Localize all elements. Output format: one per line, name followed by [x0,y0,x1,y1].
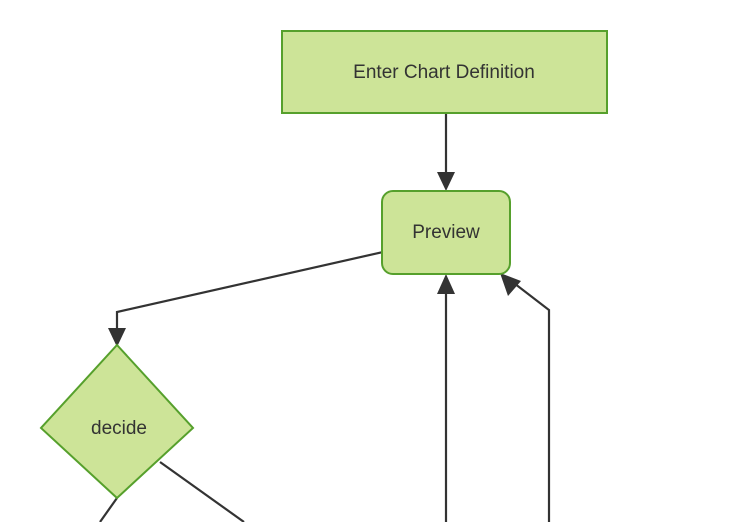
edge-decide-right-out [159,461,245,522]
edge-bottom-to-preview [437,274,455,522]
edge-right-to-preview [500,273,551,522]
edge-preview-to-decide-arrowhead [108,328,126,347]
node-decide-label: decide [91,418,147,439]
node-enter-chart-definition-shape[interactable] [281,30,608,114]
edge-decide-bottom-out-line [99,497,118,522]
edge-right-to-preview-line [505,276,551,522]
node-decide-shape[interactable] [39,343,195,500]
edge-preview-to-decide-line [115,250,384,341]
node-enter-chart-definition[interactable]: Enter Chart Definition [281,30,608,114]
node-decide[interactable]: decide [39,343,195,500]
edge-decide-right-out-line [159,461,245,522]
edge-enter-to-preview [437,114,455,191]
node-preview-shape[interactable] [381,190,511,275]
edge-decide-bottom-out [99,497,118,522]
node-enter-chart-definition-label: Enter Chart Definition [353,62,535,83]
edge-preview-to-decide [108,250,384,347]
edge-enter-to-preview-arrowhead [437,172,455,191]
node-preview-label: Preview [412,222,480,243]
edge-bottom-to-preview-arrowhead [437,274,455,294]
node-preview[interactable]: Preview [381,190,511,275]
edge-right-to-preview-arrowhead [500,273,521,296]
